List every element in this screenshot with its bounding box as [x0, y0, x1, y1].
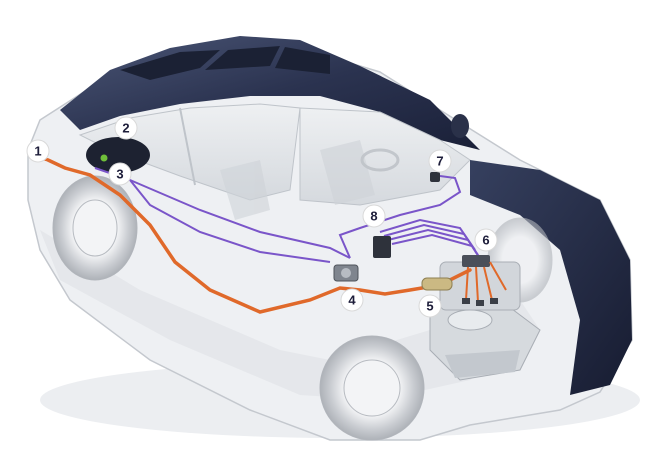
injector-rail: [462, 255, 507, 306]
marker-8-label: 8: [370, 209, 377, 224]
marker-5-label: 5: [426, 299, 433, 314]
wiring-harness: [94, 167, 485, 266]
rear-wheel: [52, 175, 138, 281]
marker-8: 8: [362, 204, 386, 228]
marker-2-label: 2: [122, 121, 129, 136]
gas-filter: [421, 277, 453, 291]
side-mirror: [451, 114, 469, 138]
marker-4-label: 4: [348, 293, 356, 308]
marker-7-label: 7: [436, 154, 443, 169]
gas-tank: [86, 137, 150, 173]
fuel-switch: [430, 172, 440, 182]
pressure-reducer: [333, 264, 359, 282]
front-wheel-left: [319, 335, 425, 441]
marker-6: 6: [474, 228, 498, 252]
car-hood: [470, 160, 632, 395]
ecu-unit: [373, 236, 391, 258]
sunroof: [120, 46, 330, 80]
marker-5: 5: [418, 294, 442, 318]
side-panel: [40, 230, 540, 400]
interior: [220, 140, 400, 220]
fuel-line: [46, 158, 472, 314]
marker-7: 7: [428, 149, 452, 173]
marker-2: 2: [114, 116, 138, 140]
marker-4: 4: [340, 288, 364, 312]
marker-3: 3: [108, 162, 132, 186]
marker-1: 1: [26, 139, 50, 163]
marker-1-label: 1: [34, 144, 41, 159]
marker-6-label: 6: [482, 233, 489, 248]
marker-3-label: 3: [116, 167, 123, 182]
